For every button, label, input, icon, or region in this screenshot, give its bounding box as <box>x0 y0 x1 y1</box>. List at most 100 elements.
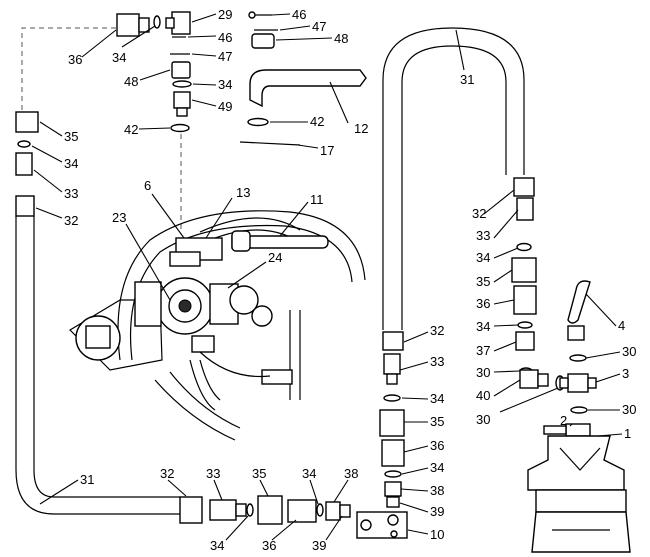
leader-31b <box>39 479 79 505</box>
leader-33c <box>399 361 429 371</box>
leader-36d <box>271 519 297 541</box>
body-lower-curve-b <box>169 371 241 429</box>
leader-1 <box>597 433 623 437</box>
callout-38-center: 38 <box>430 483 444 498</box>
part-35-coupling-right <box>511 257 537 283</box>
leader-38a <box>400 488 429 492</box>
part-29-tee-branch <box>165 17 175 29</box>
part-2-fitting <box>565 423 591 437</box>
part-10-port-c <box>390 530 398 538</box>
leader-34d <box>493 247 519 259</box>
leader-36c <box>403 445 429 453</box>
part-34-oring-left <box>17 140 31 148</box>
callout-34-right: 34 <box>476 250 490 265</box>
callout-34-center: 34 <box>430 391 444 406</box>
callout-34-upper: 34 <box>218 77 232 92</box>
center-chain <box>356 331 408 539</box>
callout-34-center-b: 34 <box>430 460 444 475</box>
leader-32c <box>403 331 429 343</box>
leader-17 <box>297 144 319 149</box>
callout-23: 23 <box>112 210 126 225</box>
part-10-port-a <box>360 519 372 531</box>
part-11-tube <box>231 235 329 249</box>
leader-34f <box>401 397 429 400</box>
leader-47a <box>279 25 311 31</box>
right-pump-assembly <box>527 280 631 553</box>
top-left-fitting-group <box>21 11 278 232</box>
part-6-block <box>169 251 201 267</box>
callout-49: 49 <box>218 99 232 114</box>
callout-34-bottom-top: 34 <box>302 466 316 481</box>
machine-body <box>69 210 366 441</box>
callout-46: 46 <box>218 30 232 45</box>
callout-30-right-d: 30 <box>476 412 490 427</box>
body-lower-curve-a <box>154 379 236 441</box>
leader-30b <box>585 351 621 359</box>
leader-35b <box>493 269 513 283</box>
part-37-fitting <box>515 331 535 351</box>
part-38-fitting-bottom <box>325 501 341 521</box>
leader-30a <box>493 370 521 373</box>
left-hose-assembly <box>15 111 180 515</box>
dashed-link-line <box>21 27 118 110</box>
part-24-gear-b <box>251 305 273 327</box>
callout-6: 6 <box>144 178 151 193</box>
bottom-chain <box>179 495 351 525</box>
callout-47: 47 <box>218 49 232 64</box>
part-34-oring-right-b <box>517 321 533 329</box>
part-36-adapter <box>116 13 140 37</box>
leader-48a <box>275 37 333 41</box>
body-hose-lower <box>199 351 271 378</box>
part-32-sleeve-left <box>15 195 35 217</box>
callout-31-top: 31 <box>460 72 474 87</box>
part-11-tube-end <box>231 230 251 252</box>
part-1-pump-body <box>535 489 627 513</box>
leader-38b <box>333 479 349 503</box>
leader-32a <box>35 207 63 219</box>
leader-36a <box>81 29 117 58</box>
part-10-port-b <box>387 514 399 526</box>
callout-34-left: 34 <box>64 156 78 171</box>
body-outline-upper <box>117 210 366 361</box>
leader-33a <box>33 169 63 193</box>
part-33-nipple-bottom <box>209 499 237 521</box>
part-30-gasket-c <box>569 354 587 362</box>
body-right-post <box>289 310 301 400</box>
part-38-fitting-center <box>384 481 402 497</box>
callout-42-right: 42 <box>310 114 324 129</box>
body-right-clamp <box>261 369 293 385</box>
u-hose-assembly <box>382 27 565 391</box>
callout-36-center: 36 <box>430 438 444 453</box>
part-1-pump-detail <box>559 447 601 471</box>
part-33-nipple-left <box>15 152 33 176</box>
part-33-stem-center <box>386 373 398 385</box>
leader-34h <box>309 479 319 505</box>
part-12-bent-tube <box>249 69 367 108</box>
leader-34a <box>121 25 156 48</box>
callout-32-right: 32 <box>472 206 486 221</box>
part-31-u-hose-outer <box>382 27 525 330</box>
part-34-oring-b <box>172 80 192 88</box>
body-line-c <box>189 359 221 411</box>
leader-23 <box>125 223 171 301</box>
part-23-rotor-hub <box>178 299 192 313</box>
callout-39-center: 39 <box>430 504 444 519</box>
center-top-parts <box>239 69 367 146</box>
part-32-sleeve-right <box>513 177 535 197</box>
callout-40: 40 <box>476 388 490 403</box>
callout-1: 1 <box>624 426 631 441</box>
leader-36b <box>493 299 515 305</box>
callout-32-bottom: 32 <box>160 466 174 481</box>
part-36-nipple <box>138 17 150 33</box>
leader-46a <box>271 13 291 16</box>
part-34-oring-center <box>383 394 401 402</box>
callout-24: 24 <box>268 250 282 265</box>
part-31-u-hose-inner <box>401 45 507 330</box>
leader-29 <box>191 13 217 23</box>
leader-39b <box>325 515 343 541</box>
leader-6 <box>151 193 185 239</box>
part-32-sleeve-bottom <box>179 496 203 524</box>
part-48-sleeve-top <box>251 33 275 49</box>
part-40-elbow <box>519 369 539 389</box>
callout-35-bottom: 35 <box>252 466 266 481</box>
